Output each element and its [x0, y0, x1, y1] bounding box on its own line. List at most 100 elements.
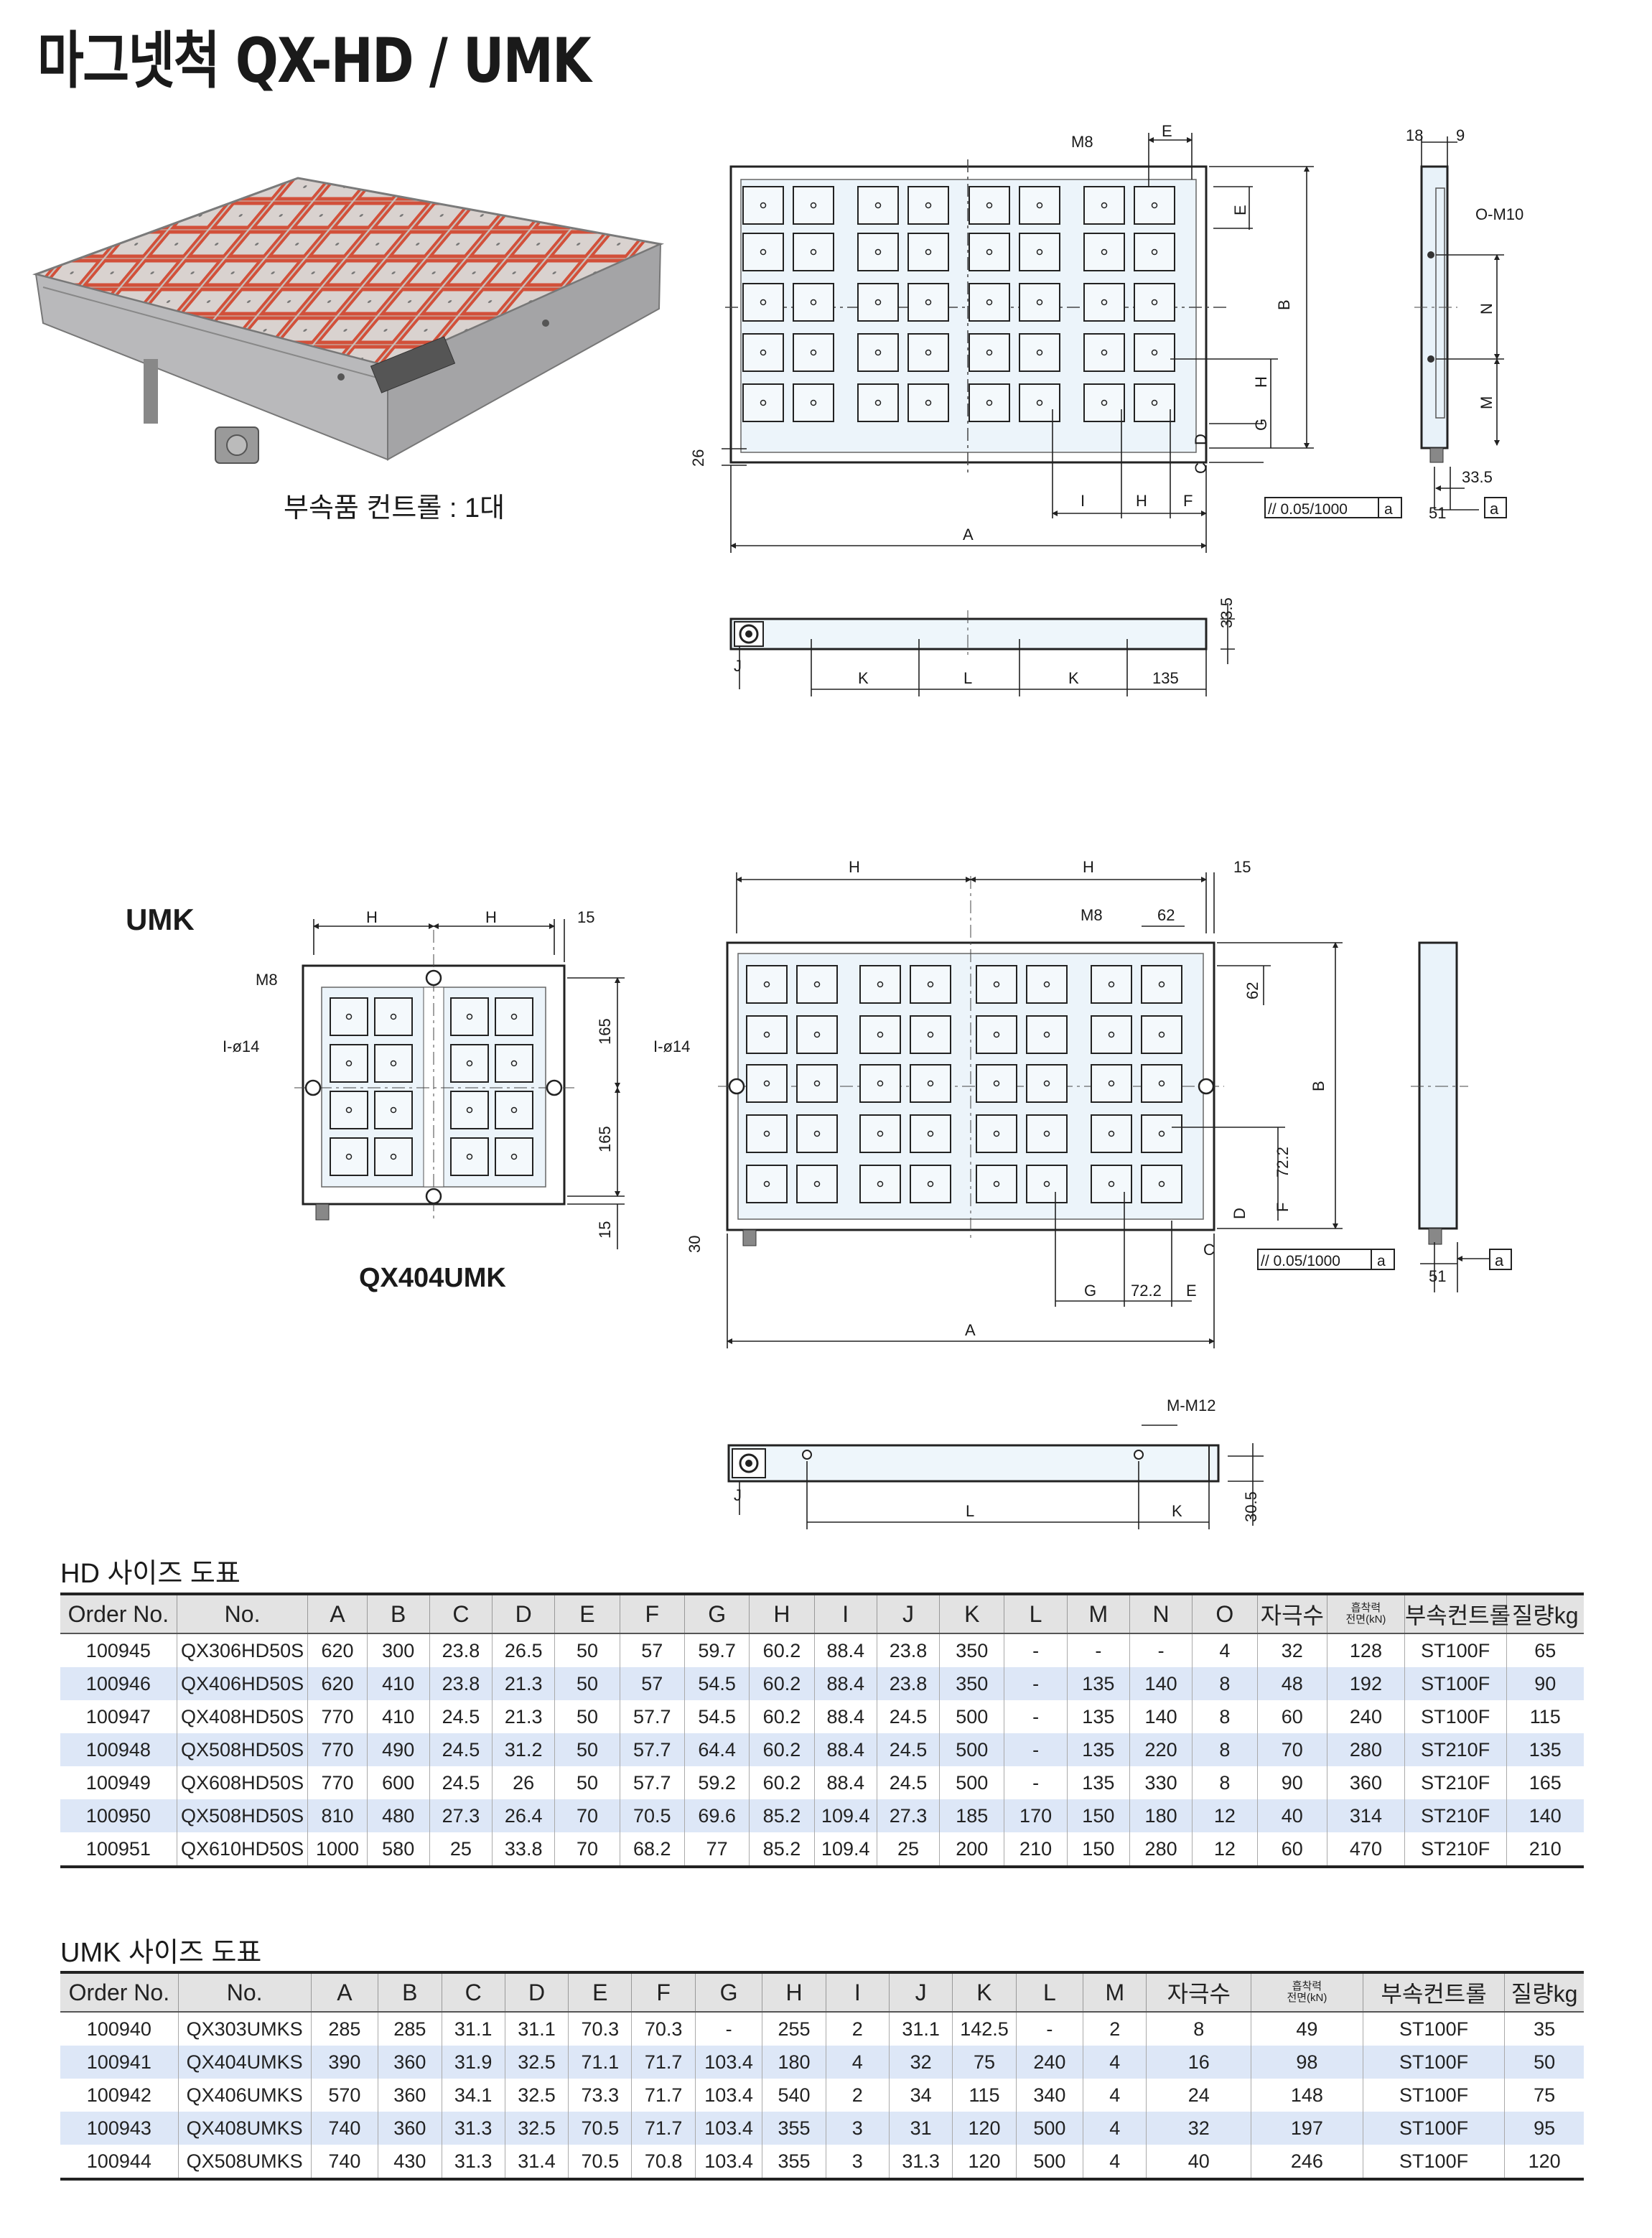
- svg-text:I: I: [1081, 492, 1085, 510]
- pole-cell: [746, 1114, 788, 1153]
- table-cell: 246: [1250, 2145, 1363, 2181]
- column-header: 질량kg: [1506, 1593, 1584, 1634]
- pole-hole: [1158, 1130, 1165, 1137]
- table-cell: 75: [952, 2046, 1017, 2079]
- svg-text:a: a: [1384, 501, 1393, 518]
- table-cell: 31.3: [888, 2145, 953, 2181]
- column-header: O: [1192, 1593, 1258, 1634]
- pole-cell: [742, 383, 784, 422]
- pole-hole: [1101, 349, 1108, 356]
- pole-cell: [1141, 1015, 1182, 1054]
- table-cell: 360: [378, 2112, 442, 2145]
- pole-hole: [1101, 202, 1108, 209]
- pole-cell: [859, 965, 901, 1004]
- umk-label: UMK: [126, 903, 195, 936]
- svg-text:72.2: 72.2: [1131, 1282, 1162, 1300]
- pole-hole: [874, 248, 882, 256]
- table-cell: 60.2: [749, 1700, 815, 1733]
- pole-cell: [910, 1165, 951, 1203]
- table-cell: 770: [307, 1733, 368, 1766]
- table-cell: 240: [1015, 2046, 1083, 2079]
- pole-cell: [1026, 1114, 1068, 1153]
- pole-hole: [390, 1106, 397, 1114]
- table-cell: 85.2: [749, 1799, 815, 1832]
- pole-hole: [1101, 248, 1108, 256]
- pole-hole: [813, 1080, 821, 1087]
- table-cell: 50: [554, 1700, 620, 1733]
- pole-hole: [1108, 1130, 1115, 1137]
- pole-cell: [907, 333, 949, 372]
- table-cell: 40: [1146, 2145, 1251, 2181]
- pole-cell: [1141, 1114, 1182, 1153]
- table-cell: 390: [310, 2046, 378, 2079]
- table-cell: 64.4: [683, 1733, 750, 1766]
- pole-cell: [746, 1064, 788, 1103]
- pole-hole: [390, 1013, 397, 1020]
- pole-hole: [760, 248, 767, 256]
- svg-text:I-ø14: I-ø14: [223, 1038, 259, 1055]
- column-header: A: [310, 1971, 378, 2013]
- table-cell: 4: [1083, 2046, 1147, 2079]
- pole-hole: [874, 399, 882, 406]
- pole-hole: [1151, 299, 1158, 306]
- table-cell: QX408UMKS: [177, 2112, 312, 2145]
- pole-cell: [374, 1091, 413, 1129]
- pole-hole: [1158, 1180, 1165, 1188]
- pole-cell: [1019, 383, 1060, 422]
- table-cell: 120: [952, 2145, 1017, 2181]
- table-cell: 135: [1066, 1766, 1130, 1799]
- column-header: L: [1004, 1593, 1068, 1634]
- pole-hole: [986, 202, 993, 209]
- table-cell: 490: [366, 1733, 430, 1766]
- pole-cell: [1134, 233, 1175, 271]
- pole-cell: [859, 1064, 901, 1103]
- table-cell: 34: [888, 2079, 953, 2112]
- pole-hole: [1036, 299, 1043, 306]
- pole-cell: [1083, 283, 1125, 322]
- table-cell: 54.5: [683, 1667, 750, 1700]
- pole-hole: [810, 202, 817, 209]
- table-cell: QX610HD50S: [176, 1832, 308, 1868]
- table-cell: 350: [939, 1667, 1004, 1700]
- pole-cell: [1141, 965, 1182, 1004]
- column-header: 자극수: [1256, 1593, 1327, 1634]
- pole-hole: [993, 981, 1000, 988]
- table-cell: -: [1004, 1766, 1068, 1799]
- table-cell: 35: [1504, 2012, 1584, 2046]
- column-header: B: [366, 1593, 430, 1634]
- pole-hole: [877, 1130, 884, 1137]
- pole-hole: [1158, 1031, 1165, 1038]
- table-cell: 60.2: [749, 1633, 815, 1667]
- column-header: D: [504, 1971, 569, 2013]
- pole-cell: [1134, 383, 1175, 422]
- table-cell: 540: [762, 2079, 826, 2112]
- pole-cell: [793, 383, 834, 422]
- pole-cell: [976, 1114, 1017, 1153]
- svg-text:165: 165: [596, 1126, 614, 1152]
- pole-hole: [813, 1031, 821, 1038]
- table-cell: 23.8: [429, 1633, 493, 1667]
- pole-hole: [1036, 399, 1043, 406]
- table-cell: 810: [307, 1799, 368, 1832]
- table-cell: 24.5: [876, 1733, 940, 1766]
- pole-cell: [330, 1137, 368, 1176]
- svg-text:15: 15: [596, 1221, 614, 1239]
- table-cell: 31.1: [888, 2012, 953, 2046]
- table-cell: 70.3: [568, 2012, 632, 2046]
- table-cell: 32.5: [504, 2046, 569, 2079]
- pole-cell: [907, 186, 949, 225]
- table-cell: 314: [1327, 1799, 1405, 1832]
- table-cell: QX508UMKS: [177, 2145, 312, 2181]
- table-cell: 70: [1256, 1733, 1327, 1766]
- pole-cell: [746, 1165, 788, 1203]
- table-cell: 21.3: [492, 1667, 555, 1700]
- table-cell: 31.4: [504, 2145, 569, 2181]
- table-cell: 50: [554, 1766, 620, 1799]
- pole-cell: [1134, 186, 1175, 225]
- table-cell: 4: [1083, 2112, 1147, 2145]
- pole-hole: [925, 349, 932, 356]
